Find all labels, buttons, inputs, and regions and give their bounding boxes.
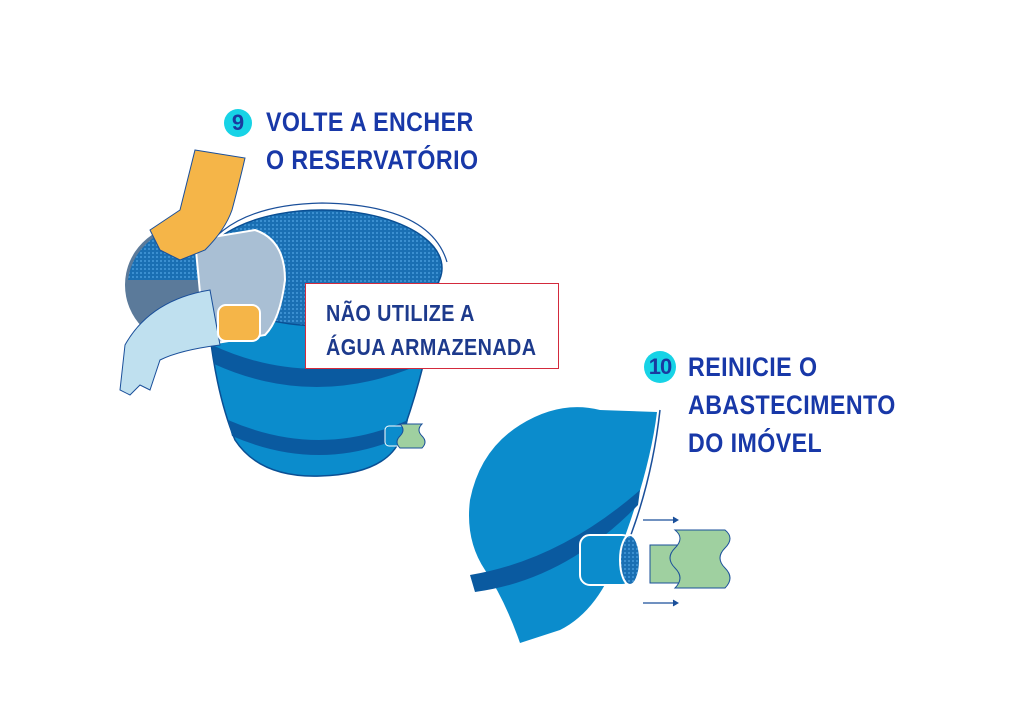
step-9-title-line2: O RESERVATÓRIO (266, 145, 479, 175)
step-10-title-line1: REINICIE O (688, 352, 818, 382)
step-10-title-line3: DO IMÓVEL (688, 428, 823, 458)
step-9-title-line1: VOLTE A ENCHER (266, 107, 474, 137)
glove-icon (149, 149, 246, 261)
bucket-pouring (119, 149, 287, 396)
step-10-title: REINICIE O ABASTECIMENTO DO IMÓVEL (688, 348, 896, 462)
warning-line1: NÃO UTILIZE A (326, 300, 475, 326)
water-tank-step10 (469, 407, 731, 643)
warning-line2: ÁGUA ARMAZENADA (326, 334, 537, 360)
step-9-title: VOLTE A ENCHER O RESERVATÓRIO (266, 103, 478, 179)
step-10-badge: 10 (644, 351, 676, 383)
glove-hand-icon (217, 304, 261, 342)
step-10-title-line2: ABASTECIMENTO (688, 390, 896, 420)
step-9-badge: 9 (224, 109, 252, 137)
warning-box: NÃO UTILIZE A ÁGUA ARMAZENADA (305, 283, 559, 369)
